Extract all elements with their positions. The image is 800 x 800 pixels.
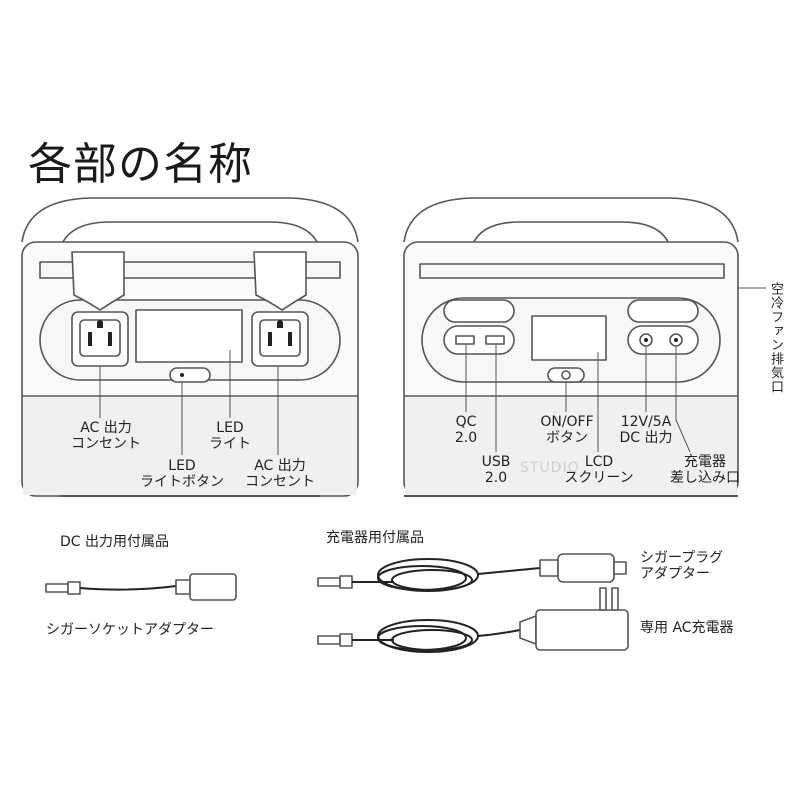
label-line: 充電器 [684, 454, 726, 470]
label-line: DC 出力 [619, 430, 673, 446]
cigar-plug-cable [317, 553, 627, 592]
label-line: 12V/5A [620, 414, 672, 430]
onoff-label: ON/OFF ボタン [522, 414, 612, 446]
label-line: 2.0 [484, 470, 508, 486]
label-line: シガープラグ [640, 550, 724, 566]
led-light-label: LED ライト [200, 420, 260, 452]
watermark: STUDIO [520, 460, 580, 476]
page-title: 各部の名称 [28, 139, 253, 190]
ac-charger [317, 587, 629, 653]
cigar-socket-adapter [45, 573, 237, 601]
charger-accessory-heading: 充電器用付属品 [326, 530, 424, 546]
label-line: コンセント [245, 474, 315, 490]
ac-outlet-left-label: AC 出力 コンセント [66, 420, 146, 452]
label-line: アダプター [640, 566, 710, 582]
led-light-button-label: LED ライトボタン [132, 458, 232, 490]
label-line: USB [481, 454, 511, 470]
lcd-label: LCD スクリーン [556, 454, 642, 486]
label-line: 差し込み口 [670, 470, 740, 486]
label-line: ボタン [546, 430, 588, 446]
label-line: スクリーン [564, 470, 634, 486]
label-line: AC 出力 [254, 458, 306, 474]
label-line: LED [216, 420, 244, 436]
label-line: ライトボタン [140, 474, 224, 490]
label-line: LED [168, 458, 196, 474]
qc-label: QC 2.0 [446, 414, 486, 446]
label-line: AC 出力 [80, 420, 132, 436]
cigar-socket-label: シガーソケットアダプター [46, 622, 214, 638]
label-line: LCD [584, 454, 614, 470]
label-line: QC [455, 414, 477, 430]
cigar-plug-label: シガープラグ アダプター [640, 550, 723, 582]
dc-out-label: 12V/5A DC 出力 [610, 414, 682, 446]
usb-label: USB 2.0 [474, 454, 518, 486]
charger-port-label: 充電器 差し込み口 [660, 454, 750, 486]
fan-exhaust-label: 空冷ファン排気口 [768, 282, 783, 394]
ac-outlet-right-label: AC 出力 コンセント [240, 458, 320, 490]
label-line: ライト [209, 436, 251, 452]
back-unit [403, 197, 766, 497]
label-line: コンセント [71, 436, 141, 452]
front-unit [21, 197, 359, 497]
label-line: 2.0 [454, 430, 478, 446]
label-line: ON/OFF [540, 414, 594, 430]
dc-accessory-heading: DC 出力用付属品 [60, 534, 170, 550]
ac-charger-label: 専用 AC充電器 [640, 620, 734, 636]
